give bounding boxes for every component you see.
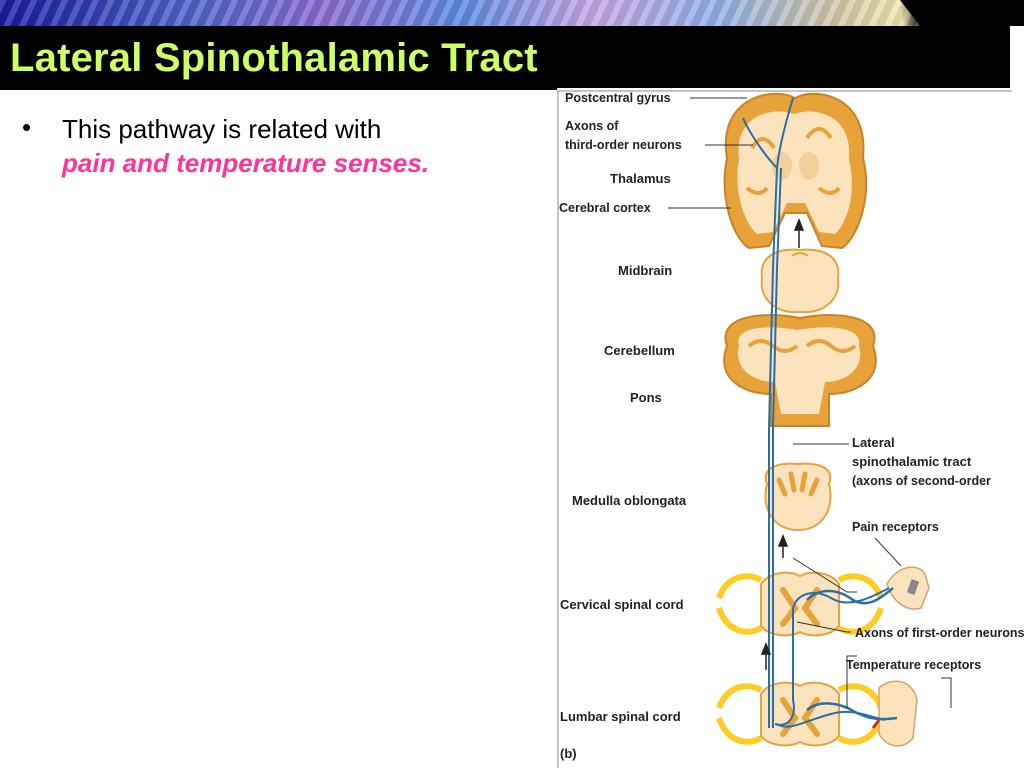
label-lateral-3: (axons of second-order — [852, 474, 991, 488]
ascending-arrows — [760, 217, 805, 670]
label-pons: Pons — [630, 390, 662, 405]
label-panel-b: (b) — [560, 746, 577, 761]
label-axons-third-order-1: Axons of — [565, 119, 619, 133]
label-axons-third-order-2: third-order neurons — [565, 138, 682, 152]
bullet-list: • This pathway is related with pain and … — [22, 112, 522, 180]
label-cervical-spinal-cord: Cervical spinal cord — [560, 597, 684, 612]
bullet-text: This pathway is related with — [62, 114, 382, 144]
cervical-cord-section — [716, 571, 884, 637]
label-lateral-2: spinothalamic tract — [852, 454, 972, 469]
tract-pathway — [742, 97, 890, 728]
lumbar-cord-section — [716, 681, 884, 747]
slide-title: Lateral Spinothalamic Tract — [10, 36, 538, 80]
cerebrum-section — [723, 92, 868, 250]
label-lumbar-spinal-cord: Lumbar spinal cord — [560, 709, 681, 724]
label-cerebellum: Cerebellum — [604, 343, 675, 358]
label-thalamus: Thalamus — [610, 171, 671, 186]
bullet-item: • This pathway is related with pain and … — [22, 112, 522, 180]
medulla-section — [764, 462, 832, 532]
bullet-emphasis: pain and temperature senses. — [62, 148, 430, 178]
title-bar — [0, 26, 1010, 90]
decorative-top-strip — [0, 0, 1024, 26]
bullet-icon: • — [22, 112, 32, 142]
midbrain-section — [760, 248, 840, 314]
label-midbrain: Midbrain — [618, 263, 672, 278]
spinothalamic-diagram: Postcentral gyrus Axons of third-order n… — [557, 88, 1024, 768]
label-axons-first-order: Axons of first-order neurons — [855, 626, 1024, 640]
label-cerebral-cortex: Cerebral cortex — [559, 201, 651, 215]
hand-illustration — [886, 566, 930, 610]
label-lateral-1: Lateral — [852, 435, 895, 450]
label-temperature-receptors: Temperature receptors — [846, 658, 981, 672]
label-pain-receptors: Pain receptors — [852, 520, 939, 534]
label-leaders — [668, 97, 952, 708]
first-order-axons — [806, 587, 898, 721]
decorative-swirl — [0, 0, 920, 26]
label-postcentral-gyrus: Postcentral gyrus — [565, 91, 671, 105]
foot-illustration — [871, 680, 918, 747]
label-medulla-oblongata: Medulla oblongata — [572, 493, 687, 508]
cerebellum-pons-section — [723, 314, 877, 427]
decorative-gloss — [0, 0, 920, 26]
